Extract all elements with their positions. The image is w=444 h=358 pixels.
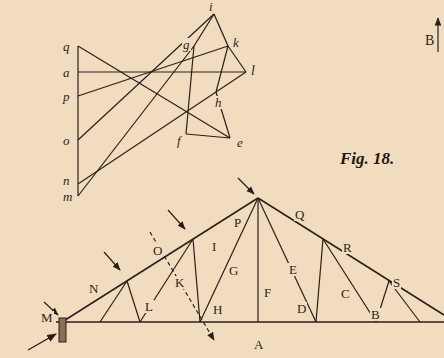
member-line xyxy=(78,46,194,196)
member-line xyxy=(140,239,193,322)
member-line xyxy=(127,281,140,322)
space-label: L xyxy=(144,300,154,313)
space-label: E xyxy=(288,263,298,276)
stress-point-label: q xyxy=(62,40,71,53)
space-label: H xyxy=(212,303,223,316)
rafter xyxy=(62,198,258,322)
member-line xyxy=(186,134,230,138)
stress-point-label: f xyxy=(176,134,182,147)
member-line xyxy=(228,46,246,72)
member-line xyxy=(200,198,258,322)
tie-beam xyxy=(56,321,444,323)
stress-point-label: e xyxy=(236,136,244,149)
space-label: D xyxy=(296,302,307,315)
space-label: B xyxy=(370,308,381,321)
member-line xyxy=(316,239,323,322)
support-plate xyxy=(59,318,66,342)
space-label: R xyxy=(342,241,353,254)
stress-point-label: p xyxy=(62,90,71,103)
resultant-line xyxy=(150,232,214,340)
stress-point-label: l xyxy=(250,64,256,78)
stress-point-label: n xyxy=(62,174,71,187)
stress-point-label: a xyxy=(62,66,71,79)
space-label: I xyxy=(211,240,217,253)
member-line xyxy=(258,198,316,322)
member-line xyxy=(186,46,194,134)
load-arrow xyxy=(238,178,254,194)
load-arrow xyxy=(104,252,120,270)
force-arrow xyxy=(437,18,438,52)
space-label: K xyxy=(174,276,185,289)
space-label: S xyxy=(392,276,401,289)
member-line xyxy=(100,281,127,322)
stress-point-label: k xyxy=(232,36,240,49)
member-line xyxy=(78,46,230,138)
space-label: A xyxy=(253,338,264,351)
stress-point-label: g xyxy=(182,38,191,51)
member-line xyxy=(214,14,228,46)
space-label: N xyxy=(88,282,99,295)
space-label: F xyxy=(263,286,272,299)
stress-point-label: o xyxy=(62,134,71,147)
space-label: B xyxy=(424,34,435,48)
space-label: G xyxy=(228,264,239,277)
space-label: C xyxy=(340,287,351,300)
member-line xyxy=(194,14,214,46)
space-label: O xyxy=(152,244,163,257)
load-arrow xyxy=(168,210,185,229)
space-label: Q xyxy=(294,208,305,221)
space-label: P xyxy=(233,216,242,229)
figure-caption: Fig. 18. xyxy=(340,150,394,167)
load-line xyxy=(77,46,78,196)
reaction-arrow xyxy=(28,334,56,350)
member-line xyxy=(78,14,214,140)
member-line xyxy=(257,198,258,322)
stress-point-label: h xyxy=(214,96,223,109)
member-line xyxy=(323,239,376,322)
space-label: M xyxy=(40,311,54,324)
member-line xyxy=(193,239,200,322)
stress-point-label: i xyxy=(208,0,214,13)
stress-point-label: m xyxy=(62,190,73,203)
member-line xyxy=(216,46,228,92)
